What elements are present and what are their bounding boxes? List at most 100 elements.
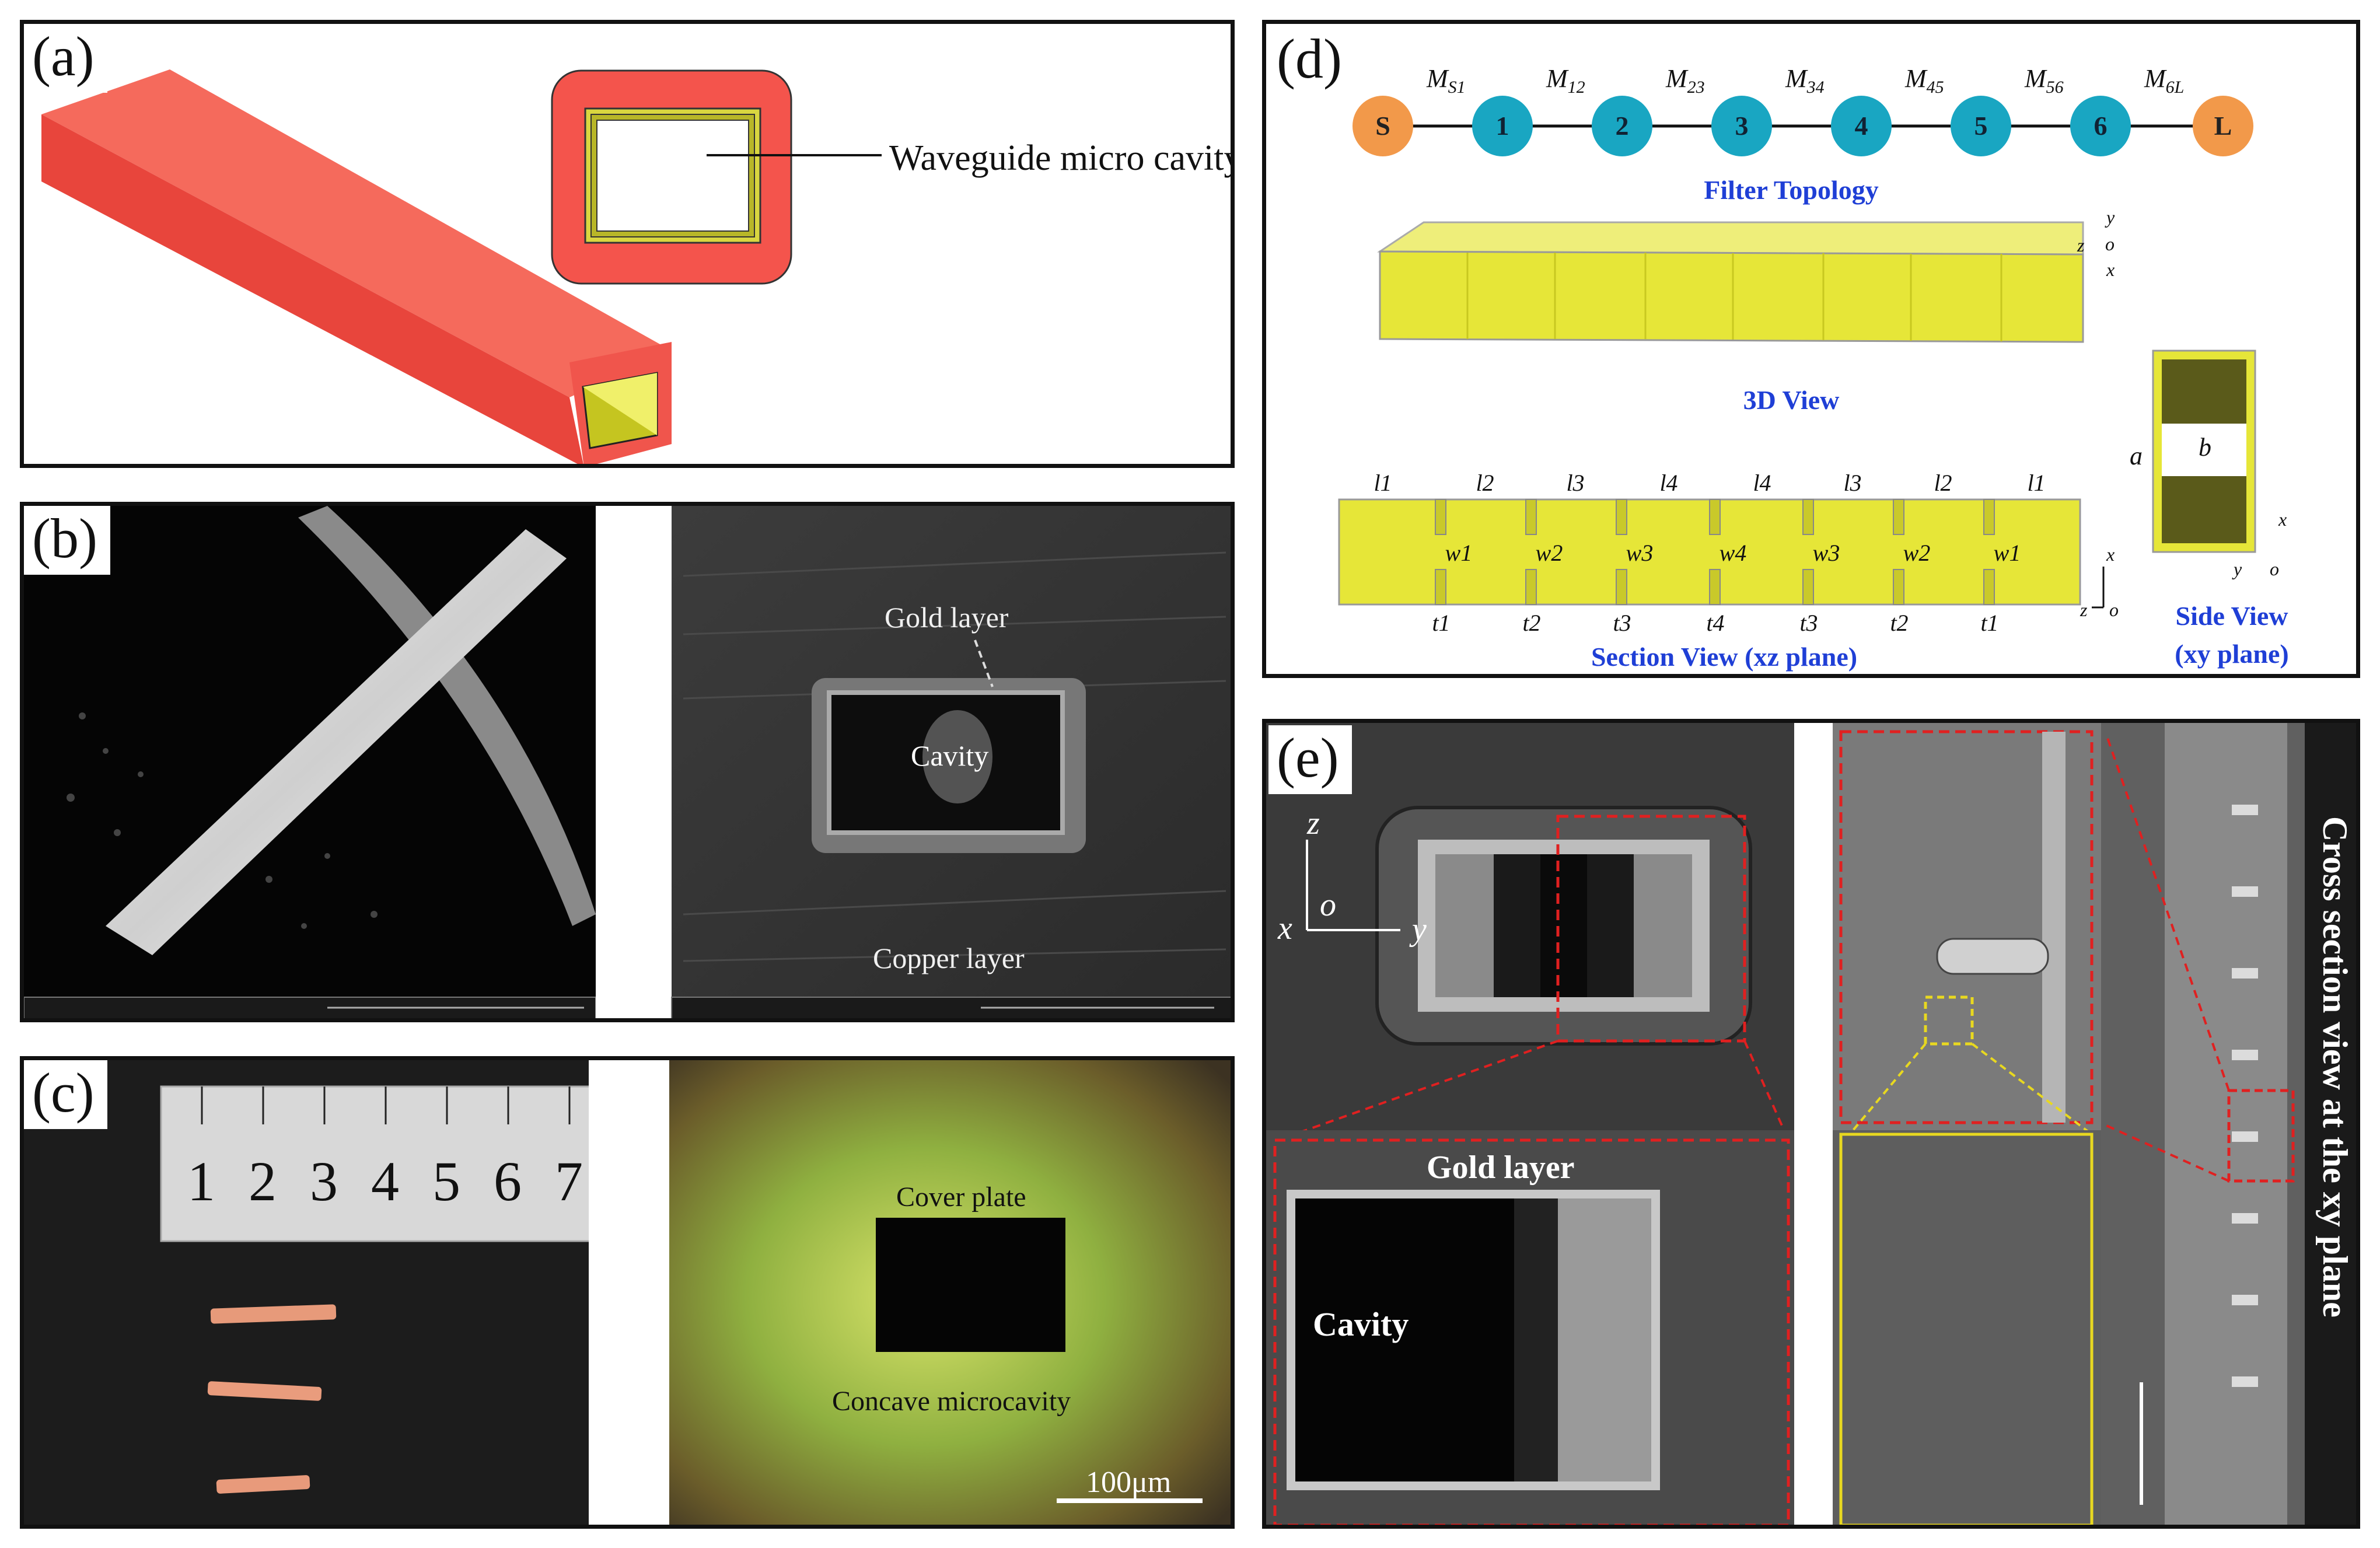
svg-text:l2: l2	[1476, 470, 1494, 496]
e-axes: z o x y	[1277, 805, 1427, 948]
label-gold-layer: Gold layer	[885, 601, 1009, 634]
label-cavity-e: Cavity	[1313, 1305, 1409, 1343]
node-l	[2193, 96, 2253, 156]
caption-3d-view: 3D View	[1743, 385, 1840, 415]
svg-text:w2: w2	[1903, 540, 1931, 566]
coupling-labels: MS1 M12 M23 M34 M45 M56 M6L	[1426, 64, 2184, 97]
label-cavity: Cavity	[911, 739, 988, 772]
svg-text:l3: l3	[1843, 470, 1861, 496]
caption-section-view: Section View (xz plane)	[1591, 642, 1857, 672]
node-4-label: 4	[1855, 111, 1868, 141]
node-2	[1592, 96, 1652, 156]
svg-text:z: z	[2077, 235, 2085, 256]
micro-cavity-dark	[876, 1218, 1065, 1352]
panel-d-filter-design: S 1 2 3 4 5 6 L MS1 M12 M23 M34 M45 M56 …	[1338, 64, 2289, 672]
node-3	[1711, 96, 1772, 156]
node-3-label: 3	[1735, 111, 1749, 141]
section-l-labels: l1 l2 l3 l4 l4 l3 l2 l1	[1374, 470, 2045, 496]
section-view-irises	[1435, 499, 1995, 605]
svg-text:w3: w3	[1626, 540, 1654, 566]
svg-text:t4: t4	[1706, 610, 1724, 636]
panel-c-photos: 1 2 3 4 5 6 7 Cover plate Concave microc…	[24, 1060, 1231, 1525]
curved-wire	[298, 506, 596, 926]
svg-text:w4: w4	[1720, 540, 1747, 566]
annotation-waveguide-micro-cavity: Waveguide micro cavity	[889, 138, 1235, 178]
label-gold-layer-e: Gold layer	[1427, 1149, 1575, 1186]
caption-side-view-plane: (xy plane)	[2175, 639, 2289, 669]
svg-text:y: y	[2232, 558, 2242, 579]
node-2-label: 2	[1616, 111, 1629, 141]
right-iris-notches	[2232, 805, 2258, 1387]
panel-b-label: (b)	[24, 506, 110, 575]
svg-text:M34: M34	[1785, 64, 1825, 97]
coupling-m-s1: M	[1426, 64, 1449, 93]
panel-e-label: (e)	[1268, 725, 1352, 794]
zoom-box-yellow-small	[1924, 995, 1974, 1046]
section-t-labels: t1 t2 t3 t4 t3 t2 t1	[1432, 610, 1998, 636]
svg-text:w1: w1	[1445, 540, 1473, 566]
coupling-m-56: M	[2024, 64, 2047, 93]
panel-e: (e) z o x y Gold layer Cavity	[1262, 719, 2360, 1529]
ruler-number-1: 1	[187, 1150, 215, 1212]
ruler-number-3: 3	[310, 1150, 338, 1212]
node-s	[1352, 96, 1413, 156]
svg-text:y: y	[2105, 207, 2115, 228]
ruler-number-7: 7	[555, 1150, 583, 1212]
panel-b-sem-images: Gold layer Cavity Copper layer	[24, 506, 1231, 1018]
svg-text:l4: l4	[1753, 470, 1771, 496]
view-3d-front	[1379, 250, 2084, 343]
waveguide-bar-top	[41, 69, 672, 397]
svg-text:t2: t2	[1890, 610, 1908, 636]
sem-left-info-bar	[24, 997, 596, 1018]
svg-text:l1: l1	[2027, 470, 2045, 496]
coupling-m-23: M	[1665, 64, 1689, 93]
svg-text:M23: M23	[1665, 64, 1705, 97]
ruler-number-5: 5	[432, 1150, 460, 1212]
panel-d: (d) S 1 2 3 4 5 6 L MS1 M12 M23 M34 M4	[1262, 20, 2360, 678]
node-6	[2070, 96, 2131, 156]
ruler-number-6: 6	[494, 1150, 522, 1212]
panel-a-label: (a)	[24, 24, 107, 93]
svg-text:x: x	[2106, 259, 2115, 280]
panel-e-sem-images: z o x y Gold layer Cavity	[1266, 723, 2356, 1525]
node-4	[1831, 96, 1892, 156]
svg-text:o: o	[1320, 887, 1336, 923]
svg-text:t1: t1	[1432, 610, 1450, 636]
panel-a-illustration: Waveguide micro cavity	[41, 69, 1235, 464]
svg-text:M45: M45	[1904, 64, 1944, 97]
ruler-ticks	[201, 1086, 571, 1124]
caption-side-view: Side View	[2176, 601, 2288, 631]
zoom-box-top	[1556, 815, 1746, 1043]
coupling-m-12: M	[1546, 64, 1569, 93]
svg-text:M56: M56	[2024, 64, 2064, 97]
node-6-label: 6	[2094, 111, 2108, 141]
copper-waveguide-2	[207, 1381, 322, 1401]
svg-text:t1: t1	[1980, 610, 1998, 636]
waveguide-bar-side	[41, 114, 583, 464]
svg-text:o: o	[2109, 599, 2119, 620]
side-view-a-label: a	[2130, 442, 2143, 470]
mid-vertical-wall	[2042, 732, 2066, 1123]
mid-iris	[1936, 938, 2049, 975]
coupling-m-45: M	[1904, 64, 1928, 93]
svg-text:l1: l1	[1374, 470, 1392, 496]
panel-a: (a) Waveguide micro cavity	[20, 20, 1235, 468]
svg-text:l4: l4	[1659, 470, 1677, 496]
label-cross-section-view: Cross section view at the xy plane	[2316, 816, 2354, 1318]
svg-text:x: x	[2278, 509, 2287, 530]
svg-text:z: z	[1306, 805, 1320, 841]
node-l-label: L	[2214, 111, 2232, 141]
coupling-m-6l: M	[2144, 64, 2167, 93]
label-concave-microcavity: Concave microcavity	[832, 1386, 1071, 1417]
svg-text:x: x	[2106, 544, 2115, 565]
svg-text:l3: l3	[1566, 470, 1584, 496]
section-view-axes: x z o	[2080, 544, 2119, 620]
ruler-number-4: 4	[371, 1150, 399, 1212]
svg-text:MS1: MS1	[1426, 64, 1466, 97]
svg-text:w2: w2	[1536, 540, 1563, 566]
view-3d-axes: y o z x	[2077, 207, 2115, 280]
label-cover-plate: Cover plate	[896, 1182, 1026, 1212]
zoom-frame-bottom	[1273, 1138, 1790, 1525]
side-view-b-label: b	[2199, 433, 2211, 462]
svg-text:l2: l2	[1934, 470, 1952, 496]
